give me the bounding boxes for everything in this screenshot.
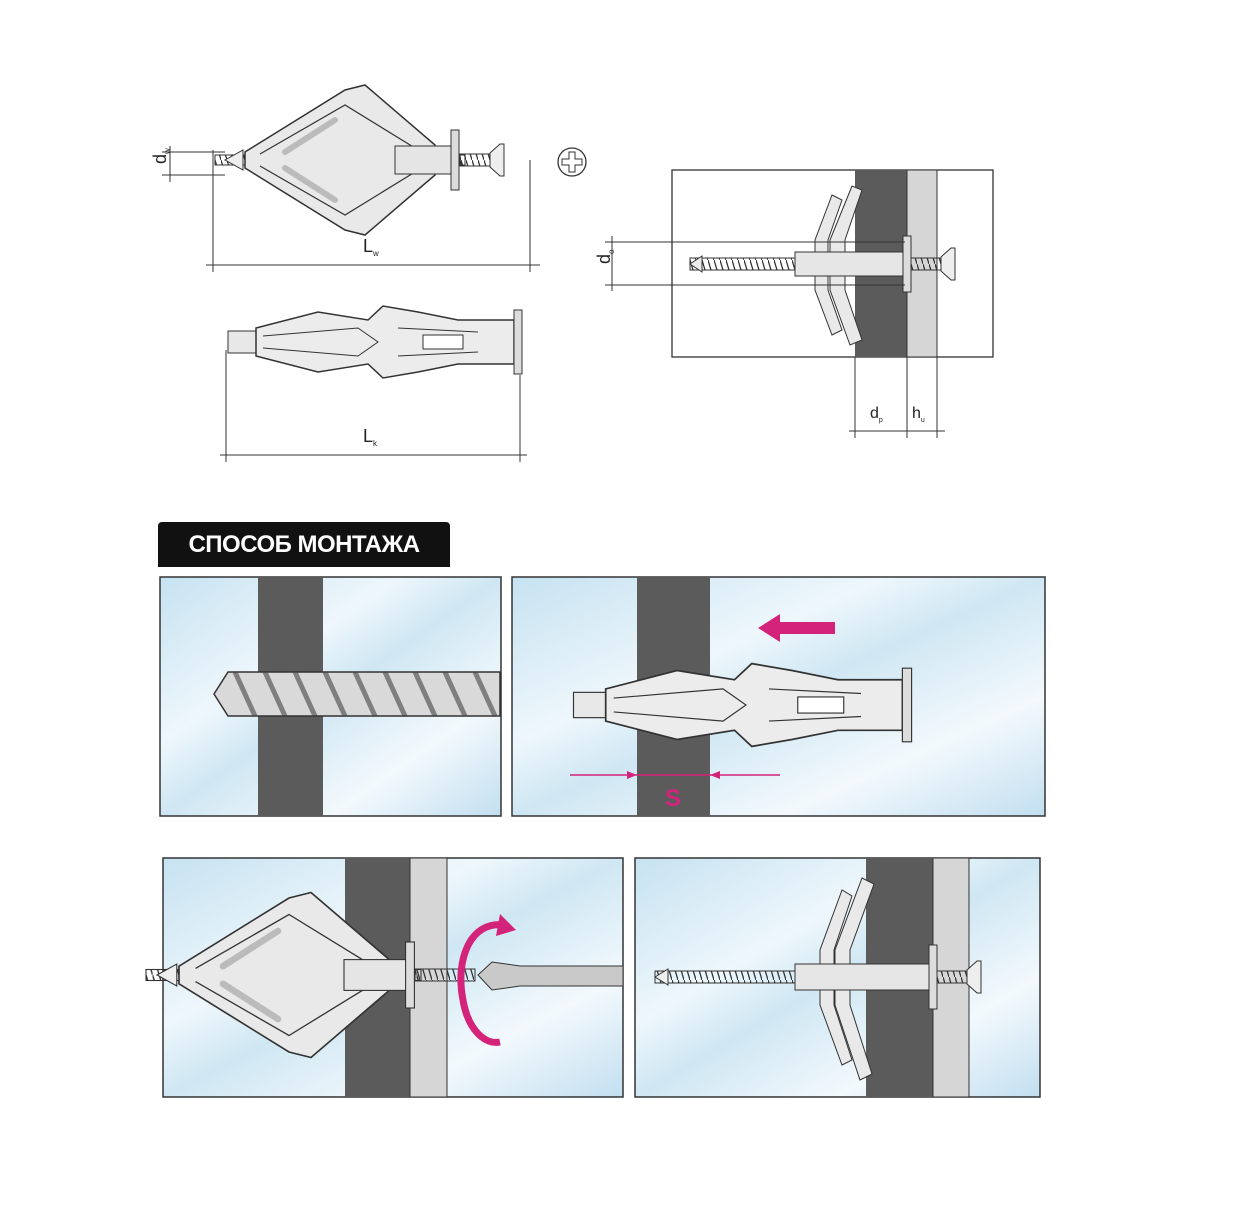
screwdriver-icon: [477, 961, 624, 991]
dimension-label-lw: Lw: [363, 236, 379, 258]
dimension-label-dw: dw: [150, 148, 172, 164]
step-1-drilling-panel: [159, 576, 502, 817]
push-arrow-icon: [758, 614, 835, 642]
dimension-label-dp: dp: [870, 405, 883, 424]
installed-anchor-drawing: [605, 169, 994, 438]
step-4-installed-panel: [634, 857, 1041, 1098]
step-3-tighten-panel: [146, 857, 624, 1098]
thickness-label-s: S: [665, 785, 681, 812]
dimension-label-do: do: [594, 249, 616, 264]
anchor-expanded-drawing: [162, 85, 540, 272]
rotate-arrow-icon: [457, 921, 506, 1046]
drill-bit-icon: [213, 670, 501, 718]
anchor-closed-drawing: [220, 305, 527, 462]
installation-method-heading: СПОСОБ МОНТАЖА: [158, 522, 450, 567]
dimension-label-lk: Lk: [363, 426, 378, 448]
step-2-insert-panel: S: [511, 576, 1046, 817]
dimension-label-hu: hu: [912, 405, 925, 424]
phillips-head-icon: [557, 147, 587, 177]
